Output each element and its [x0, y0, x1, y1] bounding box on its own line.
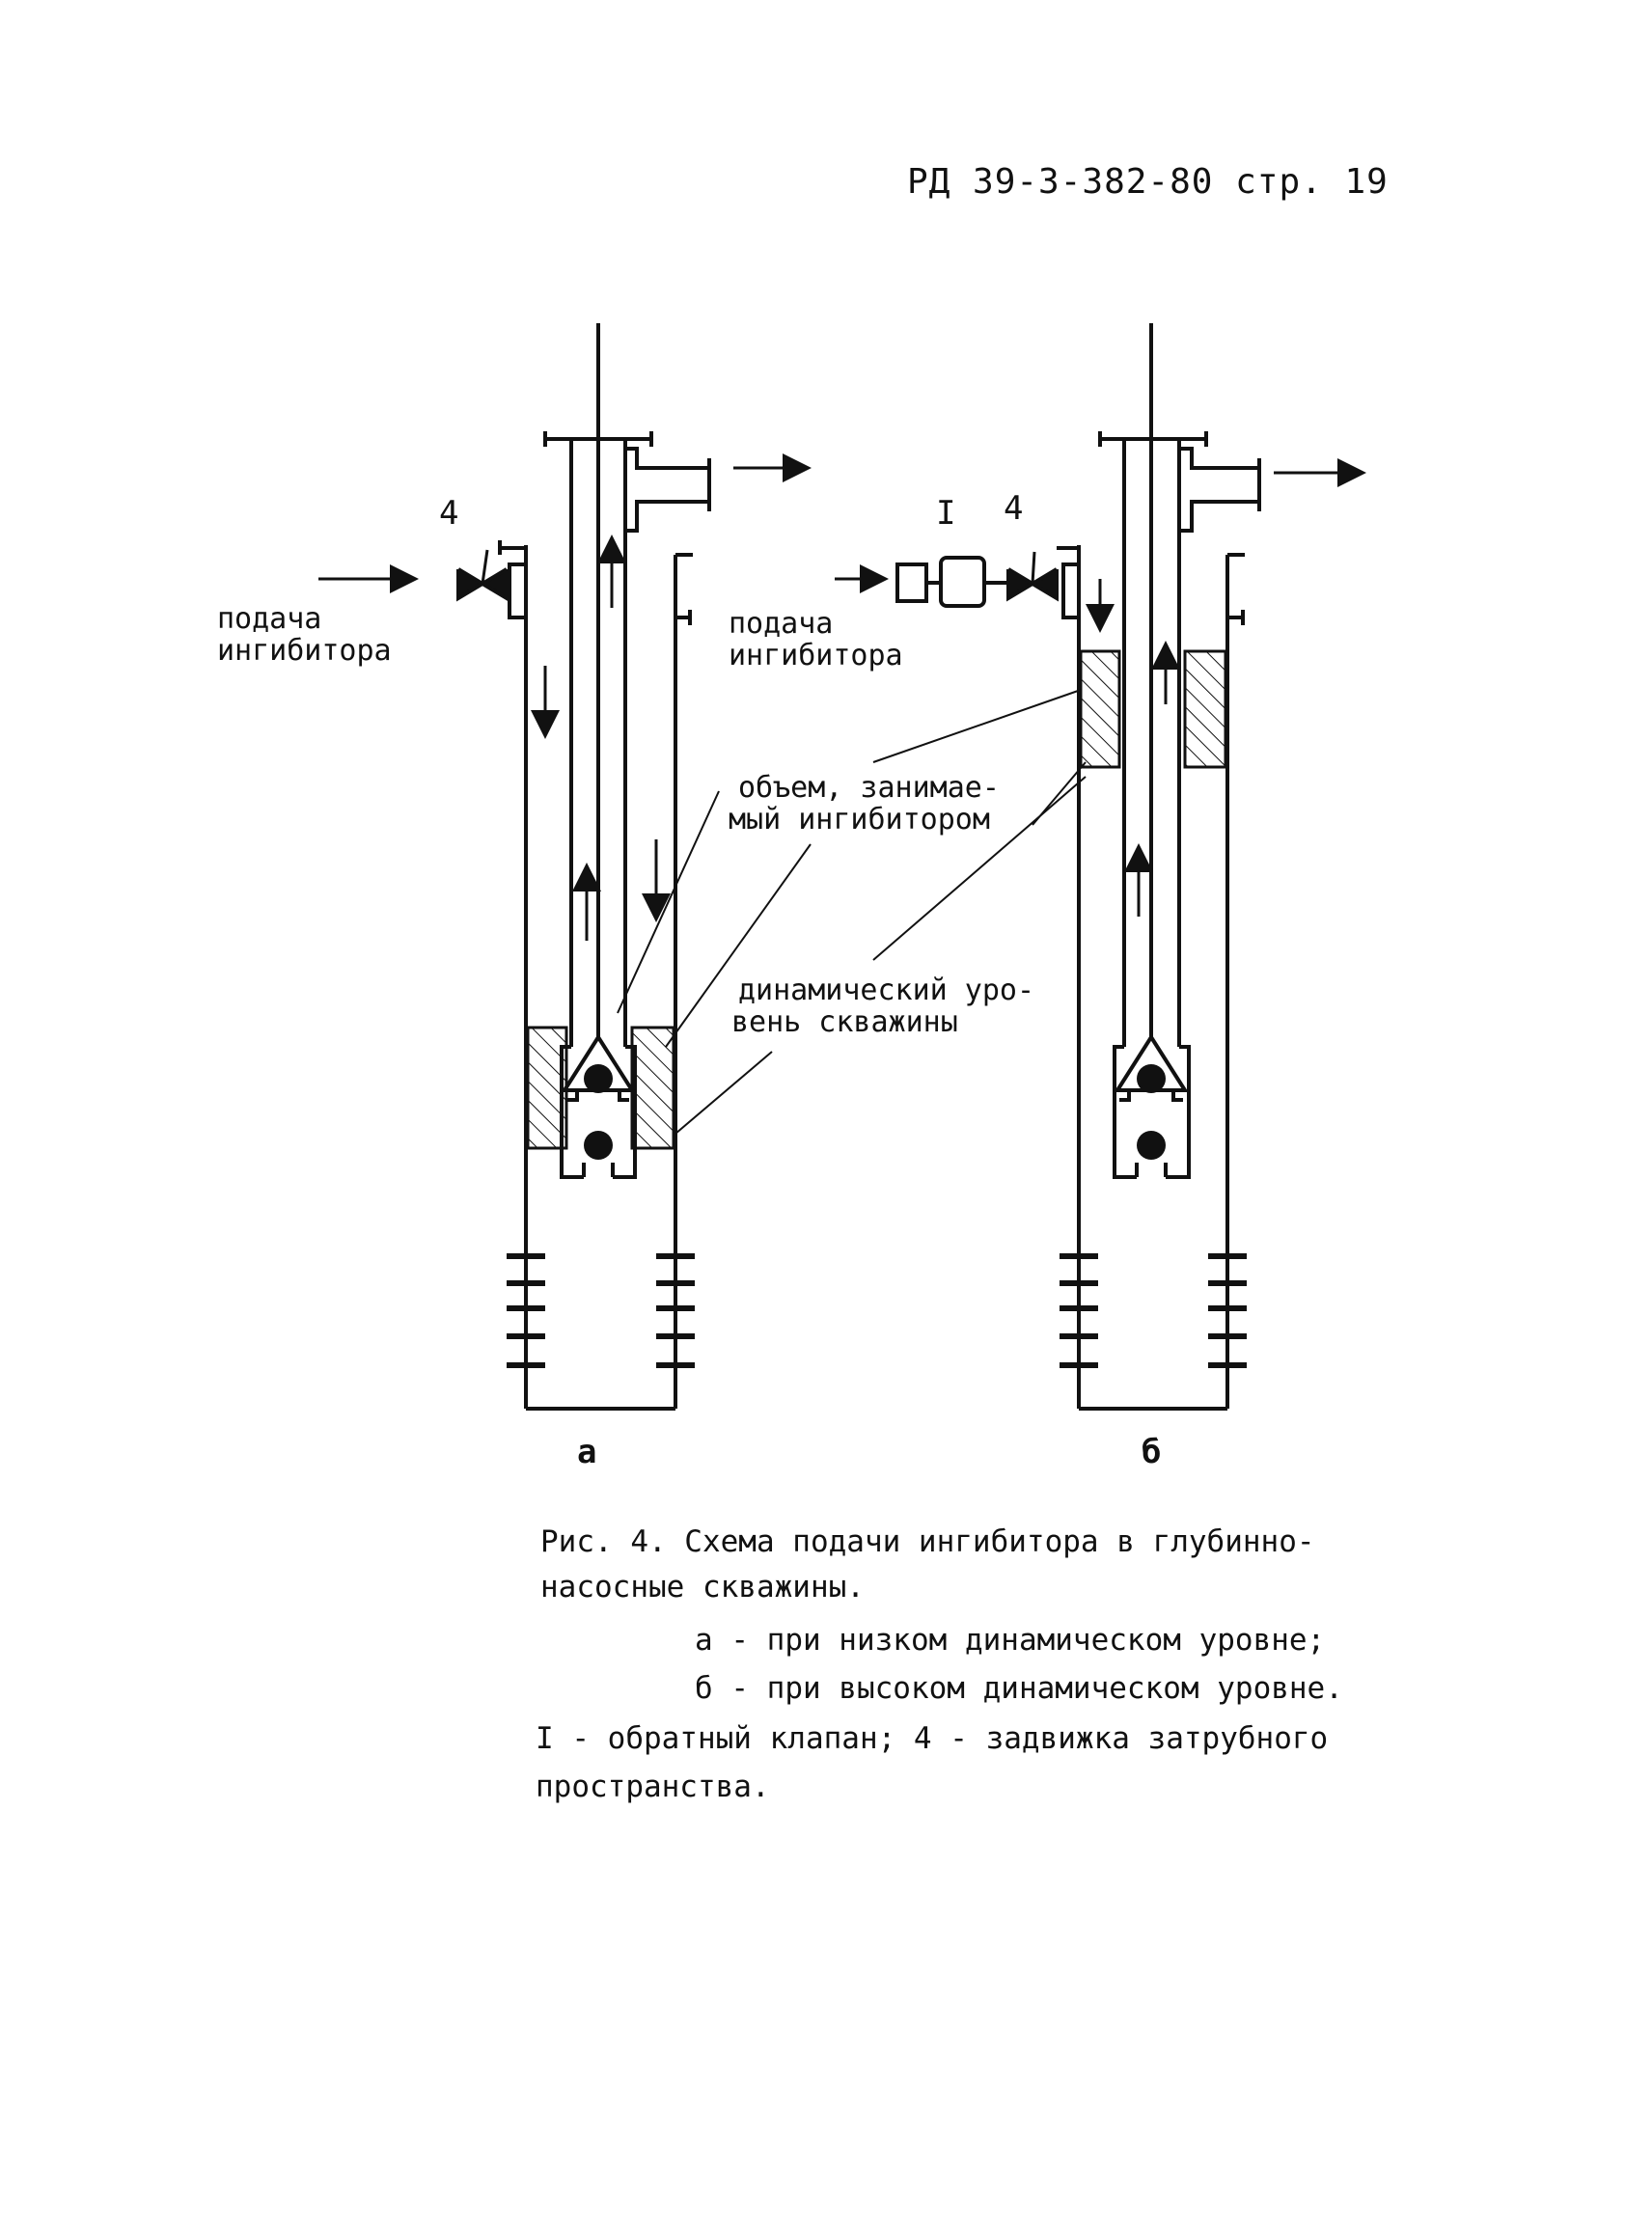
- well-b-check-valve-left: [895, 562, 928, 603]
- check-valve-label: I: [936, 494, 956, 533]
- well-a-inhibitor-left: [526, 1026, 568, 1150]
- feed-label-a-line1: подача: [217, 602, 322, 636]
- well-b-check-valve-body: [939, 556, 986, 608]
- well-a-upper-ball: [584, 1064, 613, 1093]
- well-b-inhibitor-right: [1183, 649, 1227, 769]
- caption-line-5: I - обратный клапан; 4 - задвижка затруб…: [536, 1721, 1329, 1756]
- caption-line-1: Рис. 4. Схема подачи ингибитора в глубин…: [540, 1524, 1315, 1559]
- page-header: РД 39-3-382-80 стр. 19: [907, 162, 1389, 202]
- well-b-inhibitor-left: [1079, 649, 1121, 769]
- well-b: [895, 323, 1261, 1411]
- feed-label-b-line1: подача: [729, 607, 834, 641]
- caption-line-4: б - при высоком динамическом уровне.: [695, 1671, 1343, 1706]
- inhibitor-volume-label-line1: объем, занимае-: [738, 771, 1000, 805]
- well-a-lower-ball: [584, 1131, 613, 1160]
- well-b-upper-ball: [1137, 1064, 1166, 1093]
- well-a-valve: [456, 567, 486, 602]
- feed-label-a-line2: ингибитора: [217, 634, 392, 668]
- well-b-valve: [1006, 567, 1036, 602]
- well-b-lower-ball: [1137, 1131, 1166, 1160]
- inhibitor-volume-label-line2: мый ингибитором: [729, 803, 990, 837]
- well-a: [456, 323, 711, 1411]
- dynamic-level-label-line1: динамический уро-: [738, 974, 1035, 1007]
- subfigure-label-b: б: [1142, 1433, 1162, 1471]
- valve-label-a: 4: [439, 494, 459, 533]
- caption-line-6: пространства.: [536, 1769, 770, 1804]
- valve-label-b: 4: [1004, 489, 1024, 528]
- caption-line-3: а - при низком динамическом уровне;: [695, 1623, 1326, 1658]
- caption-line-2: насосные скважины.: [540, 1570, 865, 1605]
- dynamic-level-label-line2: вень скважины: [731, 1005, 958, 1039]
- feed-label-b-line2: ингибитора: [729, 639, 903, 672]
- subfigure-label-a: а: [577, 1433, 597, 1471]
- well-schematics-figure: [318, 323, 1366, 1411]
- well-a-inhibitor-right: [630, 1026, 675, 1150]
